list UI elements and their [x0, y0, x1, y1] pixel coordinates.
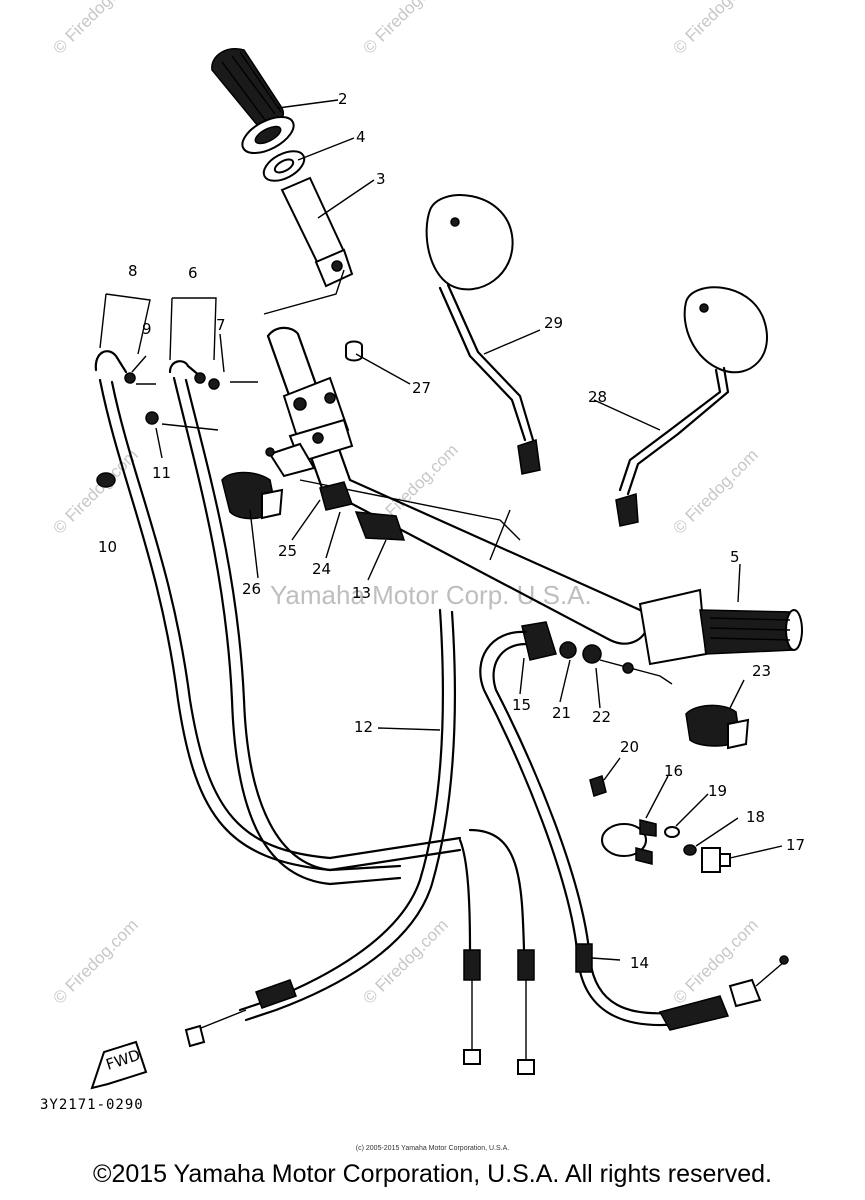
- callout-5: 5: [730, 548, 740, 566]
- clamp-parts: [589, 775, 731, 873]
- leader-lines: [99, 99, 783, 961]
- fwd-arrow: FWD: [90, 1040, 148, 1090]
- callout-labels: 2 4 3 8 6 9 7 29 27 28 11 10 25 24 26 13…: [98, 90, 805, 972]
- watermark-text: © Firedog.com: [49, 915, 141, 1007]
- callout-3: 3: [376, 170, 386, 188]
- callout-8: 8: [128, 262, 138, 280]
- callout-28: 28: [588, 388, 607, 406]
- callout-17: 17: [786, 836, 805, 854]
- switch-left: [221, 471, 284, 520]
- callout-20: 20: [620, 738, 639, 756]
- callout-7: 7: [216, 316, 226, 334]
- callout-29: 29: [544, 314, 563, 332]
- callout-24: 24: [312, 560, 331, 578]
- footer-copyright: ©2015 Yamaha Motor Corporation, U.S.A. A…: [93, 1160, 772, 1188]
- mirror-right: [615, 286, 768, 527]
- callout-27: 27: [412, 379, 431, 397]
- callout-19: 19: [708, 782, 727, 800]
- callout-2: 2: [338, 90, 348, 108]
- callout-21: 21: [552, 704, 571, 722]
- cable-14: [479, 630, 789, 1031]
- small-copyright: (c) 2005-2015 Yamaha Motor Corporation, …: [355, 1145, 510, 1152]
- callout-9: 9: [142, 320, 152, 338]
- callout-18: 18: [746, 808, 765, 826]
- callout-22: 22: [592, 708, 611, 726]
- throttle-grip: [211, 48, 354, 288]
- callout-14: 14: [630, 954, 649, 972]
- cable-adjusters: [319, 481, 673, 685]
- callout-23: 23: [752, 662, 771, 680]
- callout-13: 13: [352, 584, 371, 602]
- callout-4: 4: [356, 128, 366, 146]
- watermark-center: Yamaha Motor Corp. U.S.A.: [270, 580, 592, 610]
- callout-12: 12: [354, 718, 373, 736]
- part-code: 3Y2171-0290: [40, 1097, 144, 1113]
- callout-6: 6: [188, 264, 198, 282]
- watermark-text: © Firedog.com: [669, 0, 761, 58]
- cable-ends-left: [94, 350, 258, 488]
- left-grip: [638, 588, 803, 666]
- switch-right: [685, 704, 750, 750]
- callout-26: 26: [242, 580, 261, 598]
- mirror-left: [425, 194, 541, 475]
- callout-11: 11: [152, 464, 171, 482]
- watermark-text: © Firedog.com: [359, 0, 451, 58]
- callout-25: 25: [278, 542, 297, 560]
- watermark-text: © Firedog.com: [49, 445, 141, 537]
- watermark-text: © Firedog.com: [49, 0, 141, 58]
- callout-10: 10: [98, 538, 117, 556]
- throttle-cables: [458, 828, 535, 1075]
- callout-15: 15: [512, 696, 531, 714]
- watermark-text: © Firedog.com: [669, 445, 761, 537]
- cable-12: [98, 376, 462, 1048]
- throttle-housing: [265, 340, 363, 478]
- callout-16: 16: [664, 762, 683, 780]
